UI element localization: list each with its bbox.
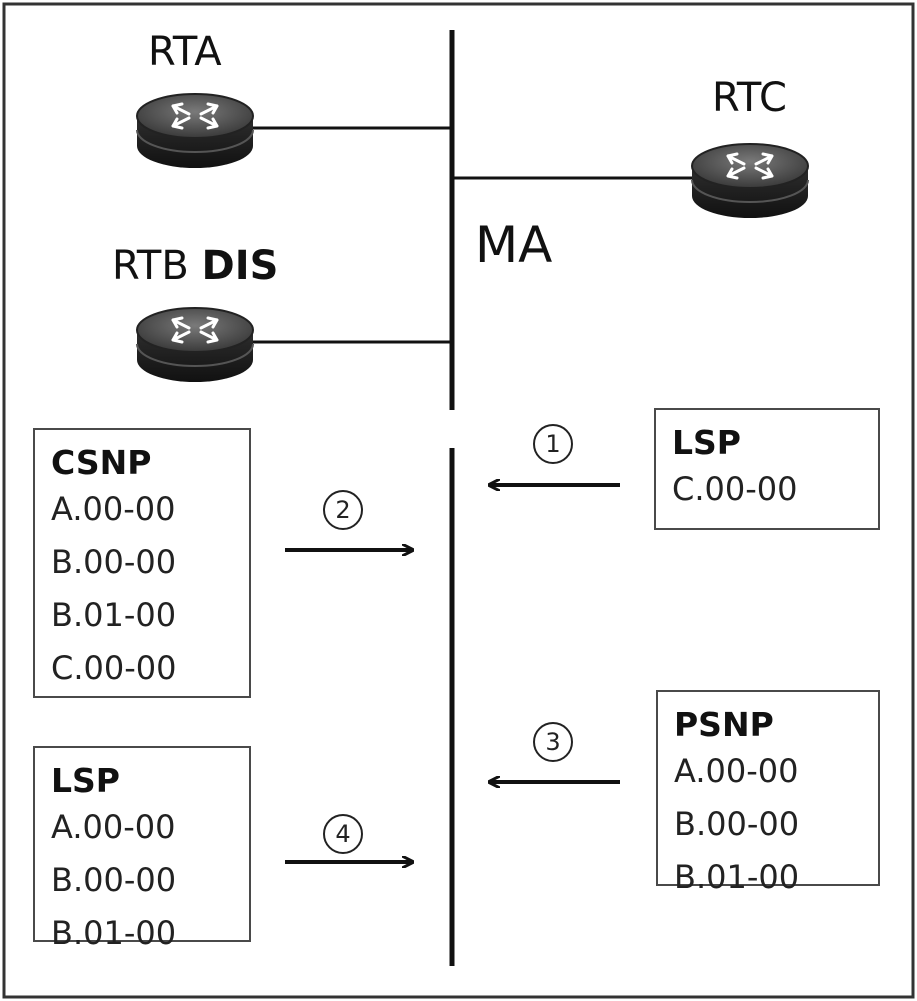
step-marker-1: 1 — [533, 424, 573, 464]
csnp-title: CSNP — [51, 443, 152, 482]
psnp-entry: B.01-00 — [674, 858, 800, 896]
psnp-box: PSNP A.00-00 B.00-00 B.01-00 — [656, 690, 880, 893]
lsp-title: LSP — [51, 761, 120, 800]
step-marker-3: 3 — [533, 722, 573, 762]
lsp-title: LSP — [672, 423, 741, 462]
csnp-entry: B.00-00 — [51, 543, 177, 581]
lsp-box-right: LSP C.00-00 — [654, 408, 880, 530]
step-number: 3 — [545, 728, 561, 756]
rtb-label: RTB DIS — [112, 246, 278, 286]
router-icon — [690, 142, 810, 220]
step-marker-4: 4 — [323, 814, 363, 854]
step-marker-2: 2 — [323, 490, 363, 530]
lsp-entry: B.00-00 — [51, 861, 177, 899]
step-number: 2 — [335, 496, 351, 524]
router-icon — [135, 92, 255, 170]
ma-label: MA — [475, 216, 553, 274]
csnp-entry: B.01-00 — [51, 596, 177, 634]
rtb-name: RTB — [112, 243, 189, 289]
psnp-entry: A.00-00 — [674, 752, 799, 790]
csnp-box: CSNP A.00-00 B.00-00 B.01-00 C.00-00 — [33, 428, 251, 698]
rta-label: RTA — [148, 29, 222, 75]
csnp-entry: A.00-00 — [51, 490, 176, 528]
step-number: 4 — [335, 820, 351, 848]
csnp-entry: C.00-00 — [51, 649, 177, 687]
lsp-entry: C.00-00 — [672, 470, 798, 508]
dis-badge: DIS — [201, 243, 279, 289]
lsp-box-left: LSP A.00-00 B.00-00 B.01-00 — [33, 746, 251, 949]
lsp-entry: A.00-00 — [51, 808, 176, 846]
step-number: 1 — [545, 430, 561, 458]
router-icon — [135, 306, 255, 384]
lsp-entry: B.01-00 — [51, 914, 177, 952]
psnp-title: PSNP — [674, 705, 774, 744]
rtc-label: RTC — [712, 75, 787, 121]
psnp-entry: B.00-00 — [674, 805, 800, 843]
